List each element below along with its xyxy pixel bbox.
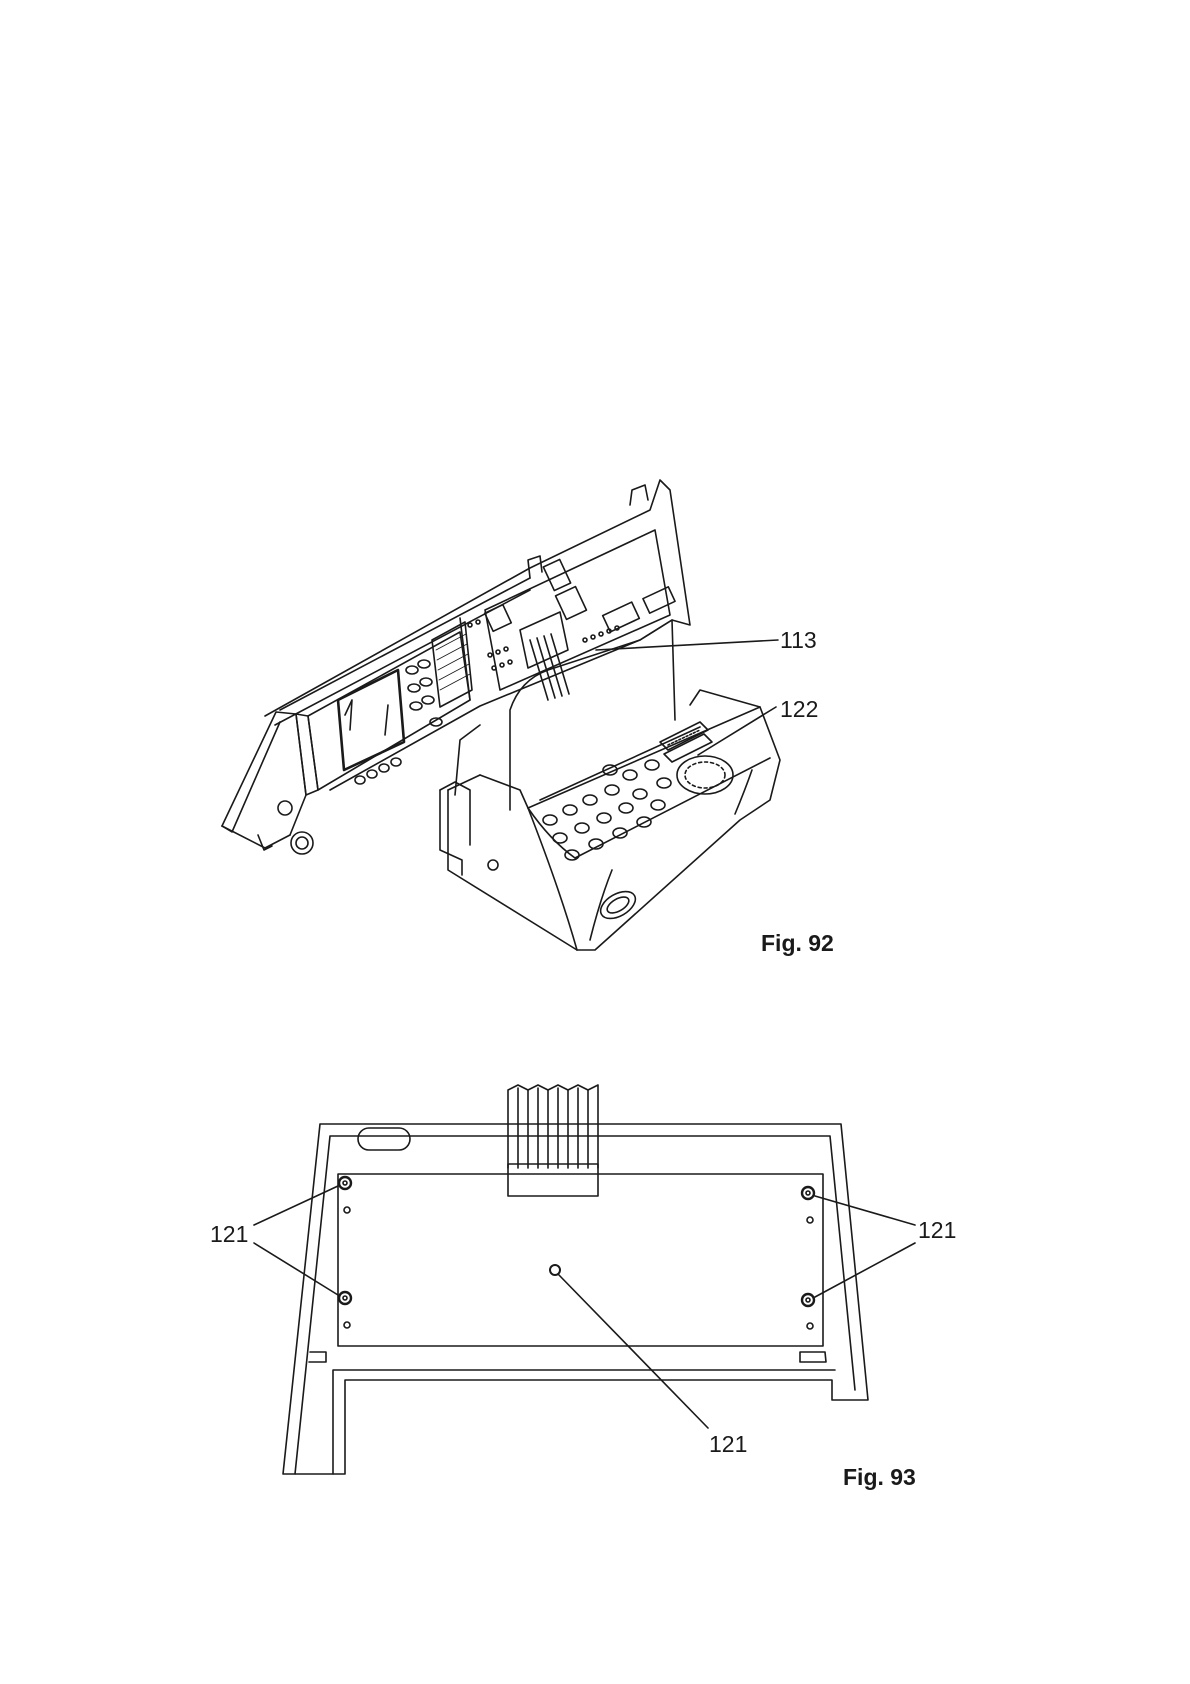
- fig93-caption: Fig. 93: [843, 1464, 916, 1490]
- fig93-leader-right-bottom: [815, 1243, 915, 1297]
- fig93-callout-right: 121: [918, 1217, 956, 1243]
- fig92-circuit-board-tray: [265, 480, 690, 790]
- fig92-callout-122: 122: [780, 696, 818, 722]
- fig93-callout-bottom: 121: [709, 1431, 747, 1457]
- fig93-leader-left-top: [254, 1186, 338, 1225]
- fig93-circuit-board: [338, 1174, 823, 1346]
- fig93-holes: [344, 1207, 813, 1329]
- fig93-leader-left-bottom: [254, 1243, 338, 1295]
- fig93-drawing: [254, 1085, 915, 1474]
- fig92-keypad-buttons: [543, 760, 671, 860]
- fig92-callout-113: 113: [780, 627, 817, 653]
- fig92-support-column: [455, 620, 675, 810]
- fig92-leader-122: [698, 707, 776, 755]
- fig92-drawing: [222, 480, 780, 950]
- fig92-hinge-bracket: [222, 712, 313, 854]
- fig93-slot: [358, 1128, 410, 1150]
- fig93-callout-left: 121: [210, 1221, 248, 1247]
- fig92-display-module: [296, 622, 472, 795]
- fig93-connector: [508, 1164, 598, 1196]
- fig93-leader-right-top: [815, 1196, 915, 1225]
- fig93-leader-bottom: [558, 1274, 708, 1428]
- fig93-ribbon-cable: [508, 1085, 598, 1196]
- fig92-caption: Fig. 92: [761, 930, 834, 956]
- fig93-outer-frame: [283, 1124, 868, 1474]
